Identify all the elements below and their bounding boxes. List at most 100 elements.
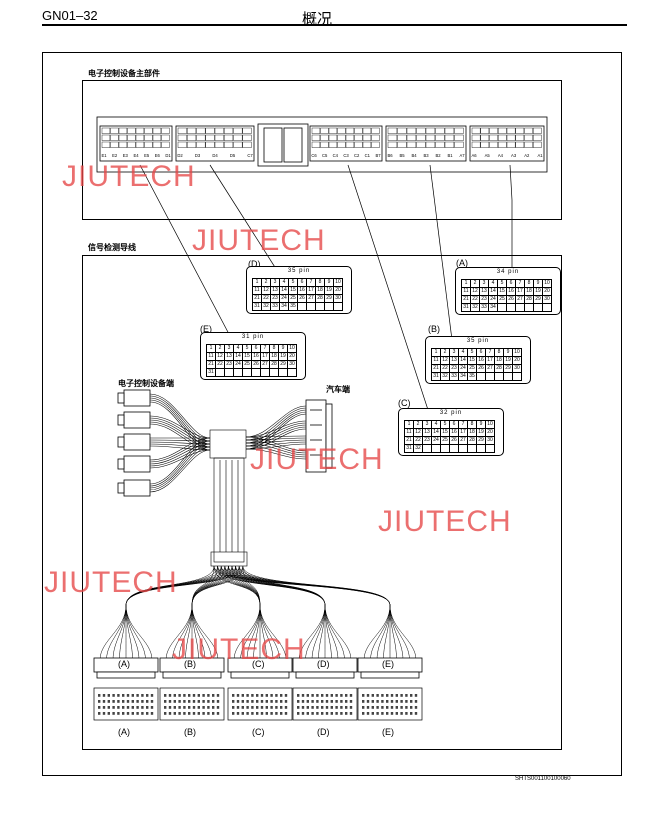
breakout-pin <box>349 712 353 715</box>
breakout-pin <box>141 706 144 709</box>
pin-cell: 19 <box>503 356 513 365</box>
breakout-pin <box>251 694 254 697</box>
harness-right-wires <box>245 405 307 460</box>
pin-cell: 3 <box>479 279 489 288</box>
pin-cell: 12 <box>413 428 423 437</box>
ecu-end-label: 电子控制设备端 <box>118 379 174 388</box>
ecu-pin-cell <box>110 141 119 148</box>
pin-cell <box>476 444 486 453</box>
breakout-pin <box>246 694 249 697</box>
breakout-pin <box>216 706 220 709</box>
ecu-pin-label: A2 <box>524 153 530 158</box>
breakout-pin <box>362 706 365 709</box>
breakout-pin <box>405 706 408 709</box>
breakout-pin <box>141 700 144 703</box>
breakout-pin <box>164 694 167 697</box>
pin-cell: 27 <box>485 364 495 373</box>
breakout-pin <box>362 712 365 715</box>
pin-cell: 30 <box>485 436 495 445</box>
ecu-pin-label: B5 <box>399 153 405 158</box>
ecu-pin-cell <box>328 141 338 148</box>
wire <box>149 449 211 493</box>
pin-cell: 15 <box>497 287 507 296</box>
breakout-pin <box>173 700 176 703</box>
ecu-pin-cell <box>480 134 490 141</box>
breakout-pin <box>107 700 110 703</box>
breakout-pin <box>345 700 348 703</box>
pin-cell: 33 <box>479 303 489 312</box>
wire <box>149 449 211 469</box>
breakout-pin <box>216 694 220 697</box>
pin-cell: 15 <box>242 352 252 361</box>
pin-cell: 2 <box>215 344 225 353</box>
ecu-pin-cell <box>425 127 436 134</box>
breakout-pin <box>131 706 134 709</box>
ecu-pin-label: A4 <box>498 153 504 158</box>
ecu-pin-label: C6 <box>311 153 317 158</box>
pin-cell <box>533 303 543 312</box>
breakout-pin <box>173 706 176 709</box>
breakout-pin <box>316 700 319 703</box>
breakout-pin <box>146 712 149 715</box>
ecu-pin-label: A5 <box>485 153 491 158</box>
pin-cell: 20 <box>512 356 522 365</box>
breakout-pin <box>265 700 268 703</box>
breakout-pin <box>371 700 374 703</box>
breakout-pin <box>260 694 264 697</box>
breakout-pin <box>260 712 264 715</box>
ecu-pin-cell <box>242 141 252 148</box>
wire <box>245 439 307 444</box>
pin-cell: 8 <box>467 420 477 429</box>
breakout-pin <box>212 694 215 697</box>
wire <box>149 393 211 439</box>
car-end-label: 汽车端 <box>326 385 350 394</box>
ecu-pin-label: E4 <box>133 153 139 158</box>
pin-cell: 13 <box>422 428 432 437</box>
pin-cell: 20 <box>333 286 343 295</box>
breakout-pin <box>340 694 343 697</box>
pin-cell: 27 <box>515 295 525 304</box>
pin-cell: 28 <box>494 364 504 373</box>
breakout-label-bottom: (E) <box>382 727 394 737</box>
wire <box>149 421 211 448</box>
breakout-pin <box>321 700 324 703</box>
ecu-pin-cell <box>354 127 363 134</box>
breakout-pin <box>311 700 314 703</box>
breakout-pin <box>98 700 101 703</box>
breakout-pin <box>256 712 259 715</box>
pin-cell: 10 <box>333 278 343 287</box>
pin-cell: 22 <box>440 364 450 373</box>
breakout-label-top: (C) <box>252 659 265 669</box>
wire <box>245 442 307 456</box>
breakout-pin <box>376 706 379 709</box>
breakout-pin <box>362 694 365 697</box>
breakout-pin <box>270 706 273 709</box>
breakout-pin <box>107 694 110 697</box>
breakout-pin <box>178 706 181 709</box>
breakout-pin <box>376 712 379 715</box>
wire <box>245 435 307 438</box>
pin-cell: 24 <box>488 295 498 304</box>
ecu-pin-cell <box>454 127 464 134</box>
breakout-pin <box>395 712 398 715</box>
pin-cell: 13 <box>449 356 459 365</box>
ecu-pin-cell <box>498 134 507 141</box>
ecu-pin-cell <box>205 127 215 134</box>
breakout-pin <box>381 706 384 709</box>
ecu-pin-cell <box>489 127 498 134</box>
ecu-pin-cell <box>397 127 407 134</box>
breakout-label-top: (E) <box>382 659 394 669</box>
connector-e-letter: (E) <box>200 324 212 334</box>
breakout-pin <box>349 700 353 703</box>
breakout-label-top: (B) <box>184 659 196 669</box>
breakout-pin <box>192 706 196 709</box>
ecu-pin-cell <box>242 134 252 141</box>
pin-cell: 23 <box>422 436 432 445</box>
pin-cell: 33 <box>449 372 459 381</box>
ecu-pin-cell <box>101 134 111 141</box>
pin-cell: 34 <box>458 372 468 381</box>
breakout-pin <box>270 712 273 715</box>
